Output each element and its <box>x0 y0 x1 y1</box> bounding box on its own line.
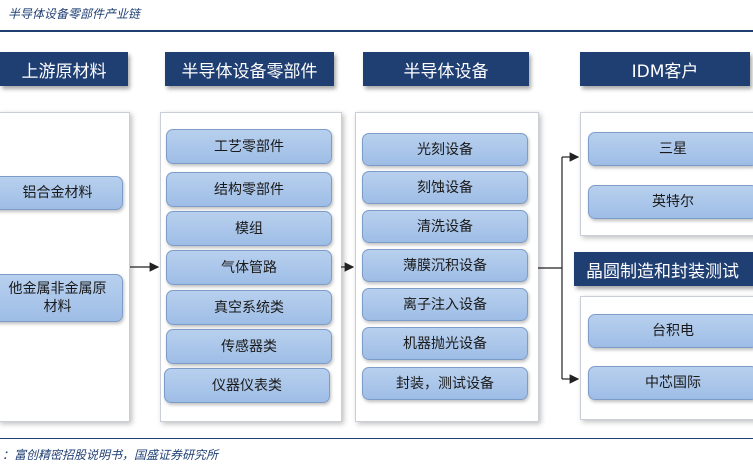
header-equipment: 半导体设备 <box>363 52 529 86</box>
header-upstream: 上游原材料 <box>0 52 128 86</box>
header-foundry: 晶圆制造和封装测试 <box>574 252 753 286</box>
header-components: 半导体设备零部件 <box>165 52 334 86</box>
header-idm: IDM客户 <box>580 52 750 86</box>
bottom-divider <box>0 438 753 439</box>
component-item-process: 工艺零部件 <box>166 129 332 164</box>
top-divider <box>0 30 753 32</box>
component-item-module: 模组 <box>166 211 332 246</box>
component-item-instrument: 仪器仪表类 <box>164 368 330 403</box>
equipment-item-etching: 刻蚀设备 <box>362 171 528 204</box>
upstream-item-other-materials: 他金属非金属原 材料 <box>0 274 123 322</box>
equipment-item-polishing: 机器抛光设备 <box>362 327 528 360</box>
component-item-sensor: 传感器类 <box>166 329 332 364</box>
equipment-item-ion-implant: 离子注入设备 <box>362 288 528 321</box>
component-item-gas-line: 气体管路 <box>166 250 332 285</box>
idm-item-samsung: 三星 <box>588 132 753 166</box>
page-title: 半导体设备零部件产业链 <box>8 7 141 21</box>
panel-upstream <box>0 112 130 422</box>
foundry-item-smic: 中芯国际 <box>588 366 753 400</box>
equipment-item-lithography: 光刻设备 <box>362 133 528 166</box>
equipment-item-cleaning: 清洗设备 <box>362 210 528 243</box>
equipment-item-deposition: 薄膜沉积设备 <box>362 249 528 282</box>
equipment-item-packaging-test: 封装，测试设备 <box>362 367 528 400</box>
foundry-item-tsmc: 台积电 <box>588 314 753 348</box>
upstream-item-aluminum: 铝合金材料 <box>0 176 123 210</box>
component-item-vacuum: 真空系统类 <box>166 290 332 325</box>
idm-item-intel: 英特尔 <box>588 185 753 219</box>
source-note: ：富创精密招股说明书，国盛证券研究所 <box>2 448 219 462</box>
component-item-structural: 结构零部件 <box>166 172 332 207</box>
